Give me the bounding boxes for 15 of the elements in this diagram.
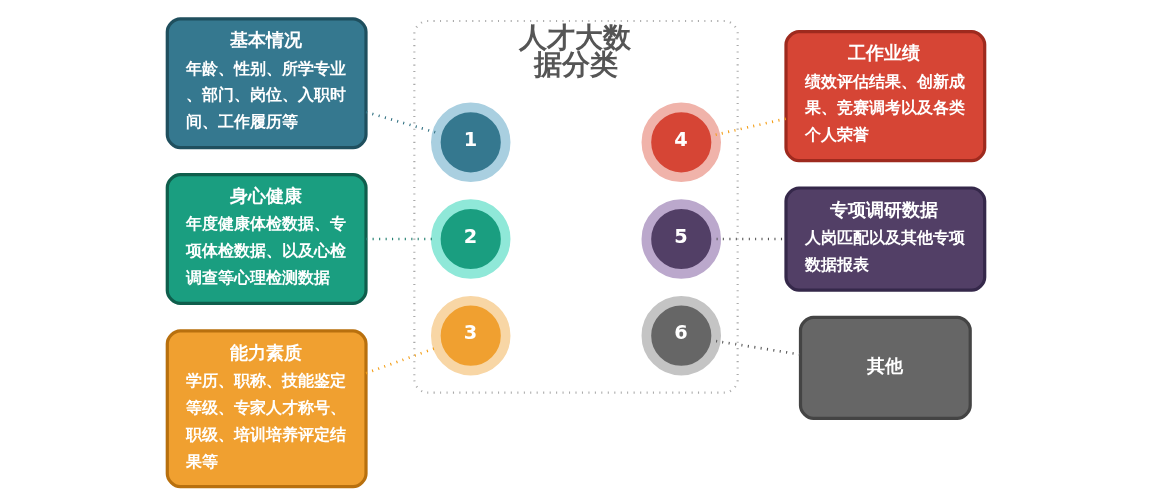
connector bbox=[715, 339, 800, 356]
node-box: 身心健康 年度健康体检数据、专项体检数据、以及心检调查等心理检测数据 bbox=[165, 172, 368, 306]
node-circle: 3 bbox=[430, 295, 510, 376]
node-circle: 6 bbox=[641, 295, 721, 376]
node-circle: 5 bbox=[641, 199, 721, 279]
node-circle: 2 bbox=[430, 199, 510, 279]
node-box: 专项调研数据 人岗匹配以及其他专项数据报表 bbox=[783, 186, 986, 292]
node-circle: 1 bbox=[430, 102, 510, 183]
connector bbox=[714, 117, 786, 137]
node-box: 工作业绩 绩效评估结果、创新成果、竞赛调考以及各类个人荣誉 bbox=[783, 30, 986, 163]
node-circle: 4 bbox=[641, 102, 721, 183]
node-box: 基本情况 年龄、性别、所学专业、部门、岗位、入职时间、工作履历等 bbox=[165, 17, 368, 150]
connector bbox=[365, 110, 437, 135]
node-box: 其他 bbox=[798, 315, 972, 421]
node-box: 能力素质 学历、职称、技能鉴定等级、专家人才称号、职级、培训培养评定结果等 bbox=[165, 329, 368, 489]
